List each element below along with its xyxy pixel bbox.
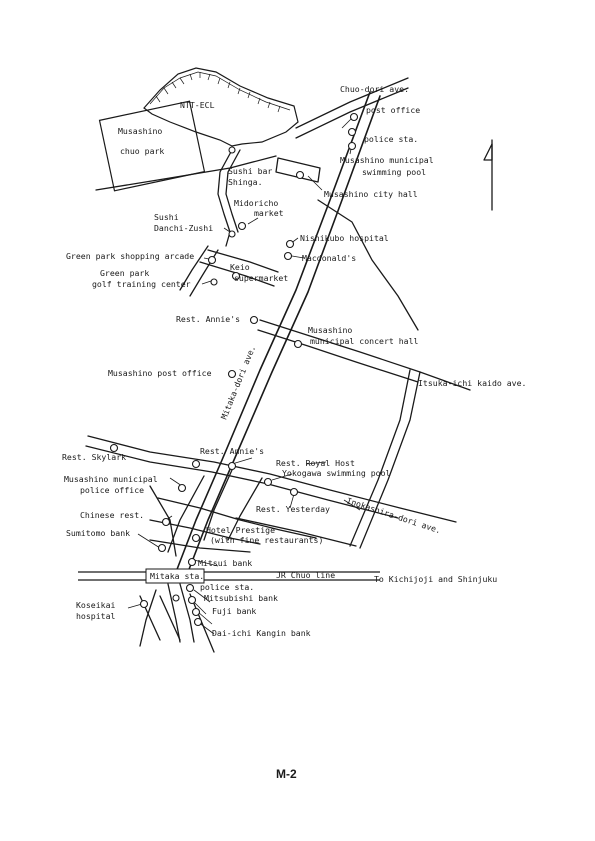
label-koseikai-1: Koseikai: [76, 600, 116, 610]
annies-bottom-marker: [191, 459, 201, 469]
mitsubishi-marker: [187, 595, 197, 605]
label-jr-chuo: JR Chuo line: [276, 570, 335, 580]
police-office-marker: [177, 483, 187, 493]
label-police-office-2: police office: [80, 485, 144, 495]
post-office-musashino-marker: [227, 369, 237, 379]
royal-host-marker: [227, 461, 237, 471]
label-yesterday: Rest. Yesterday: [256, 504, 330, 514]
label-city-hall: Musashino city hall: [324, 189, 418, 199]
mitaka-station-box: [145, 568, 205, 584]
map-labels: Chuo-dori ave. post office police sta. M…: [62, 84, 526, 638]
label-mitaka-dori: Mitaka-dori ave.: [219, 344, 258, 421]
label-swimming-pool-2: swimming pool: [362, 167, 426, 177]
label-annies-bottom: Rest. Annie's: [200, 446, 264, 456]
jr-chuo-line: [78, 571, 380, 581]
city-hall-marker: [295, 170, 305, 180]
leader-lines: [127, 117, 361, 635]
label-concert-1: Musashino: [308, 325, 352, 335]
page-number: M-2: [276, 767, 297, 781]
label-sushi-bar-2: Shinga.: [228, 177, 263, 187]
label-fuji: Fuji bank: [212, 606, 256, 616]
danchi-zushi-marker: [228, 230, 236, 238]
label-macdonalds: Macdonald's: [302, 253, 356, 263]
label-to-kichijoji: To Kichijoji and Shinjuku: [374, 574, 497, 584]
label-skylark: Rest. Skylark: [62, 452, 126, 462]
label-midoricho-1: Midoricho: [234, 198, 278, 208]
label-itsuka-ichi: Itsuka-ichi kaido ave.: [418, 378, 526, 388]
label-mitaka-sta: Mitaka sta.: [150, 571, 204, 581]
mitsui-marker: [187, 557, 197, 567]
concert-hall-marker: [293, 339, 303, 349]
ntt-ecl-building: [143, 67, 299, 147]
label-hotel-1: Hotel Prestige: [206, 525, 275, 535]
label-daiichi: Dai-ichi Kangin bank: [212, 628, 311, 638]
chuo-park-outline: [98, 100, 206, 192]
label-mitsubishi: Mitsubishi bank: [204, 593, 278, 603]
label-annies-top: Rest. Annie's: [176, 314, 240, 324]
label-keio-1: Keio: [230, 262, 250, 272]
post-office-marker: [349, 112, 359, 122]
label-royal-host: Rest. Royal Host: [276, 458, 355, 468]
label-nishikubo: Nishikubo hospital: [300, 233, 389, 243]
macdonalds-marker: [283, 251, 293, 261]
daiichi-marker: [193, 617, 203, 627]
green-arcade-marker: [207, 255, 217, 265]
koseikai-marker: [139, 599, 149, 609]
label-yokogawa: Yokogawa swimming pool: [282, 468, 391, 478]
label-sushi-bar-1: Sushi bar: [228, 166, 272, 176]
label-post-office: post office: [366, 105, 420, 115]
midoricho-marker: [237, 221, 247, 231]
label-post-office-musashino: Musashino post office: [108, 368, 212, 378]
label-sushi-danchi-2: Danchi-Zushi: [154, 223, 213, 233]
hotel-marker: [191, 533, 201, 543]
label-green-arcade: Green park shopping arcade: [66, 251, 194, 261]
label-ntt-ecl: NTT-ECL: [180, 100, 215, 110]
police-sta-top-marker: [347, 127, 357, 137]
label-chuo-park-2: chuo park: [120, 146, 164, 156]
label-concert-2: municipal concert hall: [310, 336, 419, 346]
roads: [85, 77, 471, 653]
golf-marker: [210, 278, 218, 286]
label-police-sta-bottom: police sta.: [200, 582, 254, 592]
label-midoricho-2: market: [254, 208, 284, 218]
nishikubo-marker: [285, 239, 295, 249]
label-keio-2: supermarket: [234, 273, 288, 283]
yokogawa-marker: [263, 477, 273, 487]
sumitomo-marker: [157, 543, 167, 553]
label-police-office-1: Musashino municipal: [64, 474, 158, 484]
yesterday-marker: [289, 487, 299, 497]
label-sushi-danchi-1: Sushi: [154, 212, 179, 222]
skylark-marker: [109, 443, 119, 453]
fuji-marker: [191, 607, 201, 617]
chinese-marker: [161, 517, 171, 527]
label-golf-2: golf training center: [92, 279, 191, 289]
label-golf-1: Green park: [100, 268, 149, 278]
annies-top-marker: [249, 315, 259, 325]
north-arrow-icon: [483, 139, 493, 211]
sushi-bar-marker: [228, 146, 236, 154]
label-chuo-park-1: Musashino: [118, 126, 162, 136]
label-chinese: Chinese rest.: [80, 510, 144, 520]
label-mitsui: Mitsui bank: [198, 558, 252, 568]
poi-markers: [109, 112, 359, 627]
label-hotel-2: (with fine restaurants): [210, 535, 323, 545]
police-sta-bottom-marker: [185, 583, 195, 593]
label-sumitomo: Sumitomo bank: [66, 528, 130, 538]
swimming-pool-marker: [347, 141, 357, 151]
label-chuo-dori: Chuo-dori ave.: [340, 84, 409, 94]
poi-misc-marker: [172, 594, 180, 602]
label-koseikai-2: hospital: [76, 611, 116, 621]
label-swimming-pool-1: Musashino municipal: [340, 155, 434, 165]
keio-marker: [231, 271, 241, 281]
label-police-sta-top: police sta.: [364, 134, 418, 144]
